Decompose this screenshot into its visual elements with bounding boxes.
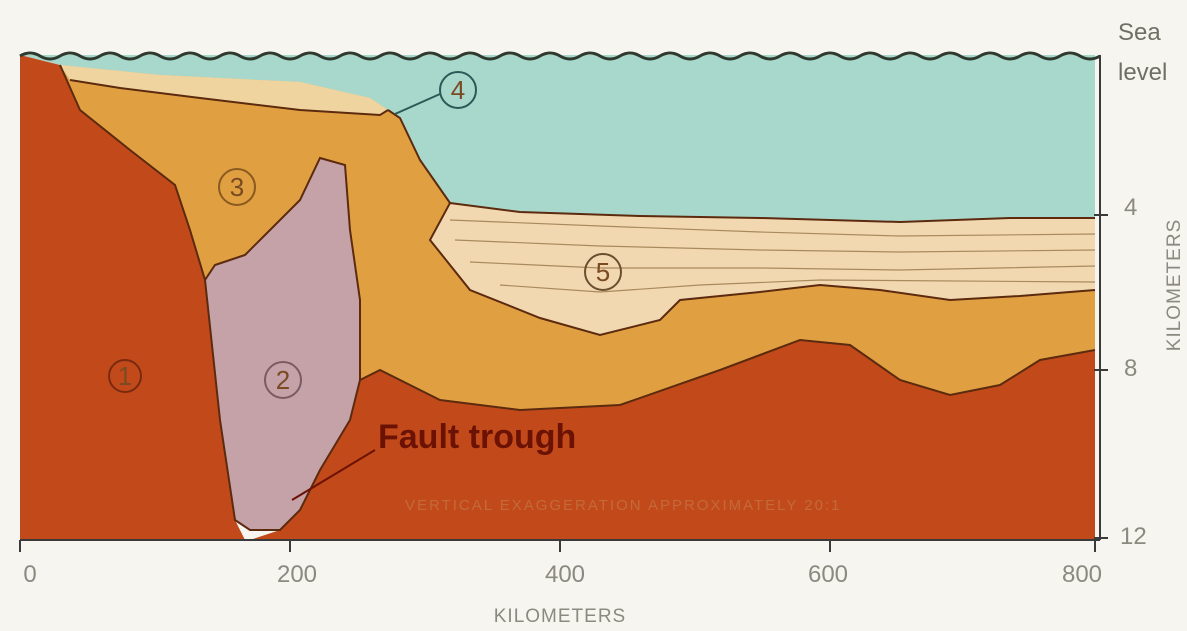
y-axis-title: KILOMETERS bbox=[1164, 219, 1185, 351]
fault-trough-label: Fault trough bbox=[378, 418, 576, 456]
svg-text:3: 3 bbox=[230, 172, 244, 202]
sea-level-label-line-2: level bbox=[1118, 59, 1167, 86]
y-tick-label: 8 bbox=[1124, 355, 1137, 382]
x-axis-ticks bbox=[20, 540, 1095, 552]
svg-text:5: 5 bbox=[596, 257, 610, 287]
y-tick-label: 12 bbox=[1120, 523, 1147, 550]
svg-text:4: 4 bbox=[451, 75, 465, 105]
x-tick-label: 800 bbox=[1062, 561, 1102, 588]
x-axis-title: KILOMETERS bbox=[494, 606, 626, 627]
x-tick-label: 200 bbox=[277, 561, 317, 588]
svg-text:2: 2 bbox=[276, 365, 290, 395]
x-tick-label: 400 bbox=[545, 561, 585, 588]
y-tick-label: 4 bbox=[1124, 194, 1137, 221]
x-tick-label: 0 bbox=[23, 561, 36, 588]
sea-level-label-line-1: Sea bbox=[1118, 19, 1161, 46]
svg-text:1: 1 bbox=[118, 361, 132, 391]
x-tick-label: 600 bbox=[808, 561, 848, 588]
vertical-exaggeration-note: VERTICAL EXAGGERATION APPROXIMATELY 20:1 bbox=[405, 497, 842, 514]
